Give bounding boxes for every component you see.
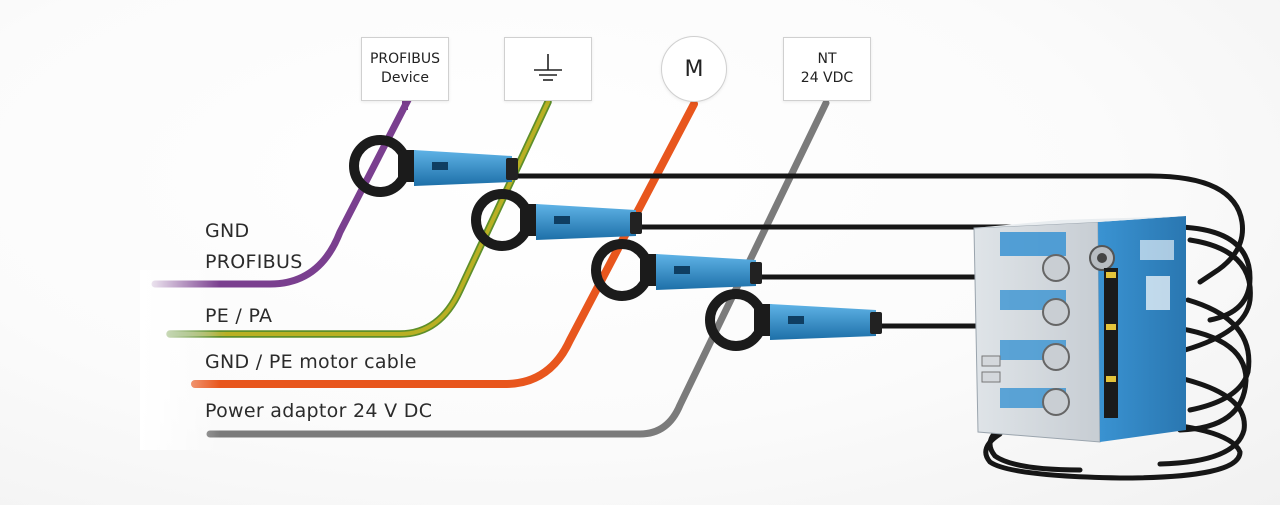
label-gnd: GND — [205, 220, 250, 242]
profibus-device-line2: Device — [381, 70, 429, 86]
current-clamp-1 — [349, 135, 518, 197]
motor-cable — [191, 100, 698, 388]
motor-circle: M — [661, 36, 727, 102]
profibus-cable — [151, 96, 412, 288]
ground-icon — [534, 54, 562, 81]
profibus-device-line1: PROFIBUS — [369, 51, 441, 67]
current-clamp-4 — [705, 289, 882, 351]
profibus-device-box: PROFIBUS Device — [361, 37, 449, 101]
power-supply-line2: 24 VDC — [800, 70, 854, 86]
label-profibus: PROFIBUS — [205, 251, 303, 273]
power-supply-box: NT 24 VDC — [783, 37, 871, 101]
power-supply-line1: NT — [817, 51, 837, 67]
pe-pa-cable — [168, 100, 550, 336]
label-gnd-pe-motor-cable: GND / PE motor cable — [205, 351, 417, 373]
power-cable — [206, 99, 830, 438]
current-clamp-2 — [471, 189, 642, 251]
current-clamp-3 — [591, 239, 762, 301]
cable-fade — [140, 270, 220, 450]
motor-symbol: M — [684, 56, 704, 82]
label-power-adaptor: Power adaptor 24 V DC — [205, 400, 433, 422]
ground-box — [504, 37, 592, 101]
measuring-instrument — [973, 216, 1186, 443]
label-pe-pa: PE / PA — [205, 305, 273, 327]
